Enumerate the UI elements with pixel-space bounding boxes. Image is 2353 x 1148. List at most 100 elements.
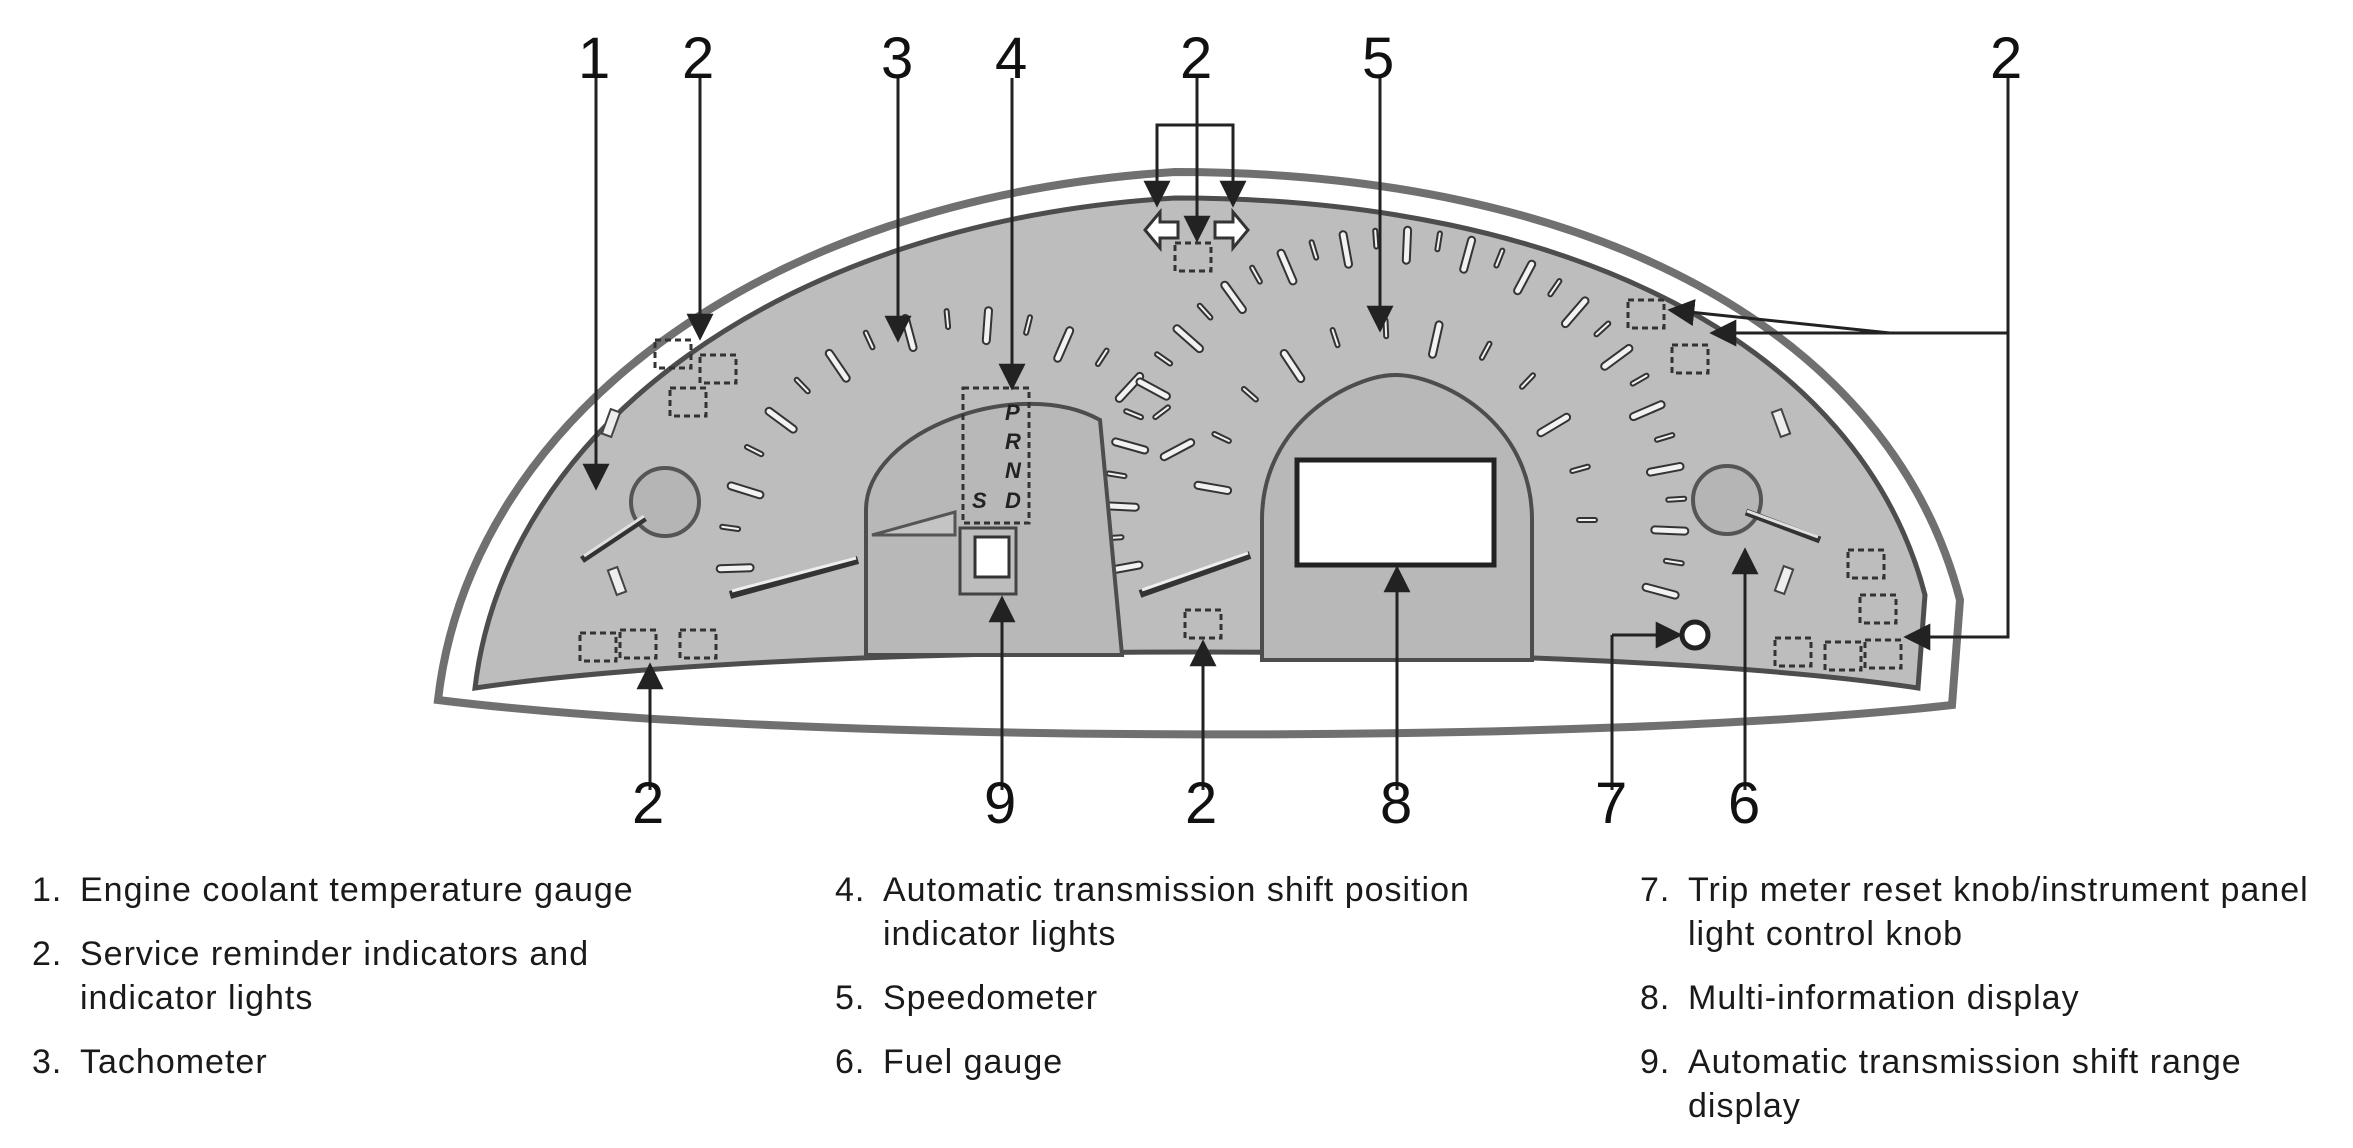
gauge-tick-highlight — [766, 408, 796, 432]
gauge-tick-highlight — [1602, 346, 1632, 369]
gauge-tick-highlight — [1664, 559, 1683, 565]
gauge-tick-highlight — [1436, 232, 1441, 251]
legend-item-8: 8.Multi-information display — [1640, 976, 2353, 1020]
gauge-tick-highlight — [1154, 406, 1169, 419]
gauge-tick-highlight — [1384, 319, 1388, 338]
indicator-lights — [578, 241, 1903, 672]
shift-letter-r: R — [1005, 429, 1021, 454]
gauge-tick-highlight — [1174, 326, 1202, 352]
shift-letter-n: N — [1005, 458, 1022, 483]
gauge-tick-highlight — [1403, 227, 1411, 263]
gauge-tick-highlight — [1374, 229, 1378, 248]
gauge-tick-highlight — [1461, 237, 1475, 272]
legend-text: Fuel gauge — [883, 1043, 1064, 1081]
legend-item-3: 3. Tachometer — [32, 1040, 752, 1084]
legend-column-2: 4. Automatic transmission shift position … — [835, 868, 1555, 1104]
speedometer-scale — [1100, 225, 1690, 600]
legend-number: 6. — [835, 1043, 866, 1081]
gauge-tick-highlight — [1643, 584, 1678, 598]
shift-position-indicator: P R N D S — [958, 386, 1031, 596]
callout-2-top-right: 2 — [1990, 26, 2022, 91]
gauge-tick-highlight — [721, 525, 740, 530]
gauge-tick-highlight — [1340, 232, 1351, 267]
trip-reset-knob — [1679, 619, 1711, 651]
gauge-tick-highlight — [1652, 527, 1688, 534]
gauge-tick-highlight — [1538, 414, 1570, 436]
callout-6: 6 — [1728, 771, 1760, 836]
gauge-tick-highlight — [1251, 266, 1261, 283]
gauge-tick-highlight — [1161, 440, 1194, 460]
shift-letter-p: P — [1005, 400, 1020, 425]
gauge-tick-highlight — [1515, 261, 1535, 294]
gauge-tick-highlight — [1213, 433, 1230, 442]
legend-number: 1. — [32, 871, 63, 909]
callout-9: 9 — [984, 771, 1016, 836]
callout-4: 4 — [995, 26, 1027, 91]
gauge-tick-highlight — [983, 308, 991, 344]
legend-item-4: 4. Automatic transmission shift position … — [835, 868, 1555, 956]
instrument-cluster-diagram: P R N D S — [433, 26, 2022, 836]
gauge-tick-highlight — [1648, 464, 1683, 475]
callout-5: 5 — [1362, 26, 1394, 91]
gauge-tick-highlight — [1595, 322, 1610, 336]
legend-number: 7. — [1640, 871, 1671, 909]
legend-item-6: 6. Fuel gauge — [835, 1040, 1555, 1084]
legend-column-1: 1. Engine coolant temperature gauge 2. Ser… — [32, 868, 752, 1104]
legend-number: 2. — [32, 935, 63, 973]
legend-text: Tachometer — [80, 1043, 268, 1081]
callout-2-bottom-center: 2 — [1185, 771, 1217, 836]
gauge-tick-highlight — [1107, 472, 1126, 478]
gauge-tick-highlight — [1156, 353, 1172, 365]
gauge-tick-highlight — [717, 565, 753, 572]
legend-text: Trip meter reset knob/instrument panel l… — [1688, 871, 2309, 953]
callout-8: 8 — [1380, 771, 1412, 836]
gauge-tick-highlight — [1667, 497, 1686, 501]
coolant-temp-gauge — [580, 407, 701, 597]
multi-information-display — [1294, 457, 1497, 568]
gauge-tick-highlight — [1055, 328, 1073, 361]
gauge-tick-highlight — [1656, 434, 1674, 441]
legend-number: 4. — [835, 871, 866, 909]
gauge-tick-highlight — [1495, 249, 1504, 267]
gauge-tick-highlight — [1281, 351, 1304, 381]
shift-letter-d: D — [1005, 488, 1021, 513]
gauge-tick-highlight — [1562, 298, 1588, 327]
legend-item-9: 9. Automatic transmission shift range dis… — [1640, 1040, 2353, 1128]
gauge-tick-highlight — [864, 331, 874, 349]
gauge-tick-highlight — [1113, 439, 1148, 453]
legend-number: 3. — [32, 1043, 63, 1081]
gauge-tick-highlight — [1480, 342, 1491, 359]
callout-7: 7 — [1595, 771, 1627, 836]
legend-text: Automatic transmission shift position in… — [883, 871, 1470, 953]
callout-2-top-left: 2 — [682, 26, 714, 91]
turn-signal-arrows — [1143, 207, 1250, 253]
legend-text: Speedometer — [883, 979, 1099, 1017]
gauge-tick-highlight — [1137, 379, 1169, 399]
legend-item-1: 1. Engine coolant temperature gauge — [32, 868, 752, 912]
legend-item-5: 5.Speedometer — [835, 976, 1555, 1020]
gauge-tick-highlight — [1242, 388, 1257, 401]
callout-2-bottom-left: 2 — [632, 771, 664, 836]
legend-number: 9. — [1640, 1043, 1671, 1081]
gauge-tick-highlight — [1195, 482, 1231, 493]
legend-text: Automatic transmission shift range displ… — [1688, 1043, 2242, 1125]
gauge-tick-highlight — [1310, 241, 1318, 259]
speedometer-gauge — [1138, 372, 1534, 662]
gauge-tick-highlight — [1549, 280, 1561, 296]
shift-range-display — [973, 535, 1011, 579]
gauge-tick-highlight — [945, 310, 950, 328]
callout-2-top-center: 2 — [1180, 26, 1212, 91]
gauge-tick-highlight — [746, 446, 763, 456]
gauge-tick-highlight — [1631, 402, 1664, 420]
tachometer-scale — [715, 306, 1196, 574]
callout-leaders — [582, 78, 2010, 790]
gauge-tick-highlight — [1331, 329, 1339, 347]
gauge-tick-highlight — [1025, 316, 1031, 334]
gauge-tick-highlight — [1521, 374, 1534, 388]
gauge-tick-highlight — [795, 378, 809, 393]
gauge-tick-highlight — [1096, 349, 1108, 365]
legend-text: Service reminder indicators and indicato… — [80, 935, 590, 1017]
legend-text: Multi-information display — [1688, 979, 2080, 1017]
gauge-tick-highlight — [728, 483, 763, 498]
legend-text: Engine coolant temperature gauge — [80, 871, 634, 909]
